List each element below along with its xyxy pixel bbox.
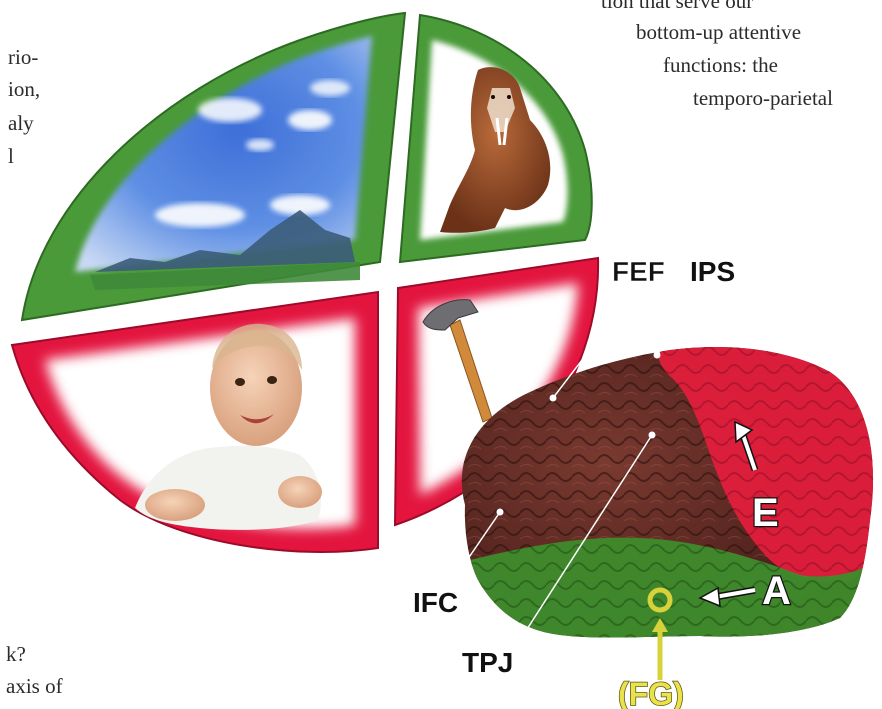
label-ips: IPS: [690, 256, 735, 287]
label-e: E: [752, 491, 779, 535]
quadrant-predator: [400, 15, 592, 262]
label-fg: (FG): [618, 676, 684, 709]
quadrant-face: [12, 292, 378, 552]
label-a: A: [762, 569, 791, 613]
label-ifc: IFC: [413, 587, 458, 618]
label-tpj: TPJ: [462, 647, 513, 678]
quadrant-landscape: [22, 13, 405, 320]
label-fef: FEF: [612, 256, 665, 287]
